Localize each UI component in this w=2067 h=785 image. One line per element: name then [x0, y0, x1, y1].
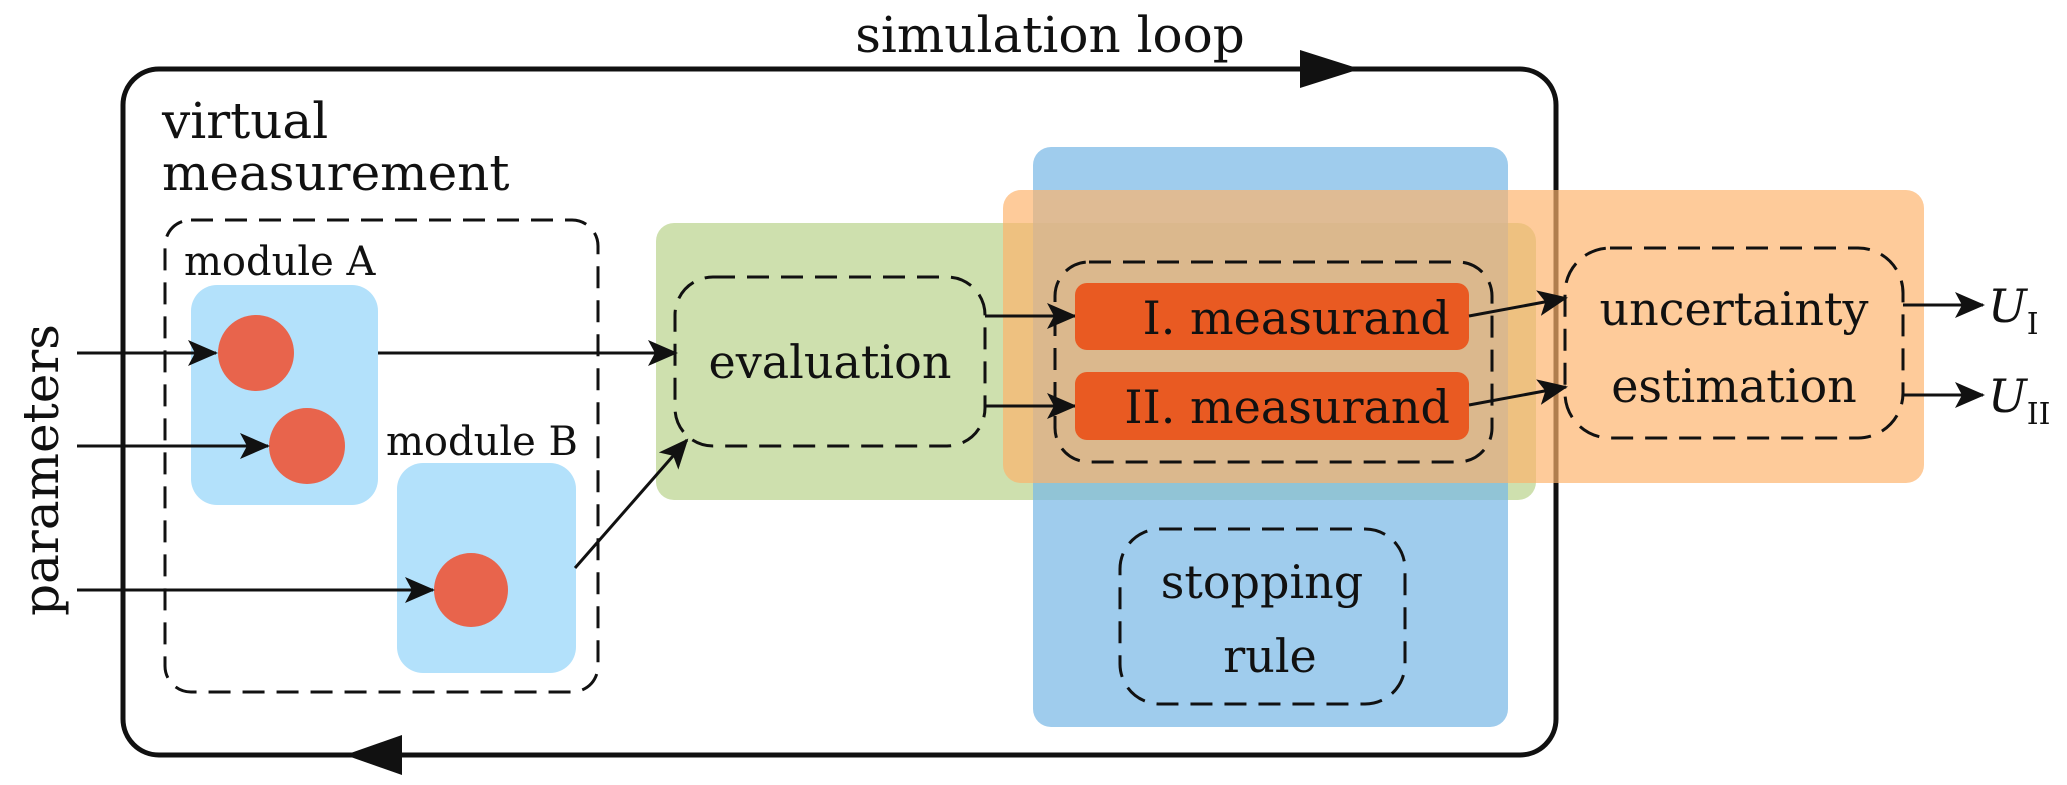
evaluation-label: evaluation	[709, 335, 952, 389]
measurand-2-to-uncertainty-arrow	[1468, 379, 1568, 407]
output-u2-label: UII	[1988, 369, 2050, 432]
module-a-label: module A	[184, 239, 377, 285]
evaluation-box	[673, 275, 987, 448]
stopping-rule-label-1: stopping	[1161, 555, 1363, 609]
module-a-node-2	[269, 408, 345, 484]
measurand-group-box	[1053, 260, 1494, 464]
stopping-rule-label-2: rule	[1223, 629, 1317, 683]
virtual-measurement-box	[163, 218, 600, 694]
uncertainty-label-1: uncertainty	[1600, 282, 1869, 336]
uncertainty-label-2: estimation	[1611, 359, 1857, 413]
parameters-label: parameters	[12, 324, 70, 616]
measurand-2-box	[1075, 372, 1469, 440]
module-b-node	[434, 553, 508, 627]
module-b-label: module B	[386, 419, 578, 465]
module-a-node-1	[218, 315, 294, 391]
measurand-1-to-uncertainty-arrow	[1468, 290, 1568, 318]
measurand-1-box	[1075, 283, 1469, 350]
output-u1-label: UI	[1988, 279, 2039, 342]
simulation-loop-title: simulation loop	[855, 6, 1245, 64]
module-b-to-evaluation-arrow	[573, 438, 689, 569]
measurand-2-label: II. measurand	[1124, 380, 1450, 434]
stopping-rule-box	[1118, 527, 1407, 706]
measurand-1-label: I. measurand	[1143, 291, 1450, 345]
uncertainty-estimation-box	[1563, 246, 1905, 440]
loop-return-arrow-icon	[345, 735, 402, 775]
virtual-measurement-label: virtual	[161, 92, 328, 150]
loop-forward-arrow-icon	[1300, 50, 1360, 88]
virtual-measurement-label-2: measurement	[162, 144, 509, 202]
